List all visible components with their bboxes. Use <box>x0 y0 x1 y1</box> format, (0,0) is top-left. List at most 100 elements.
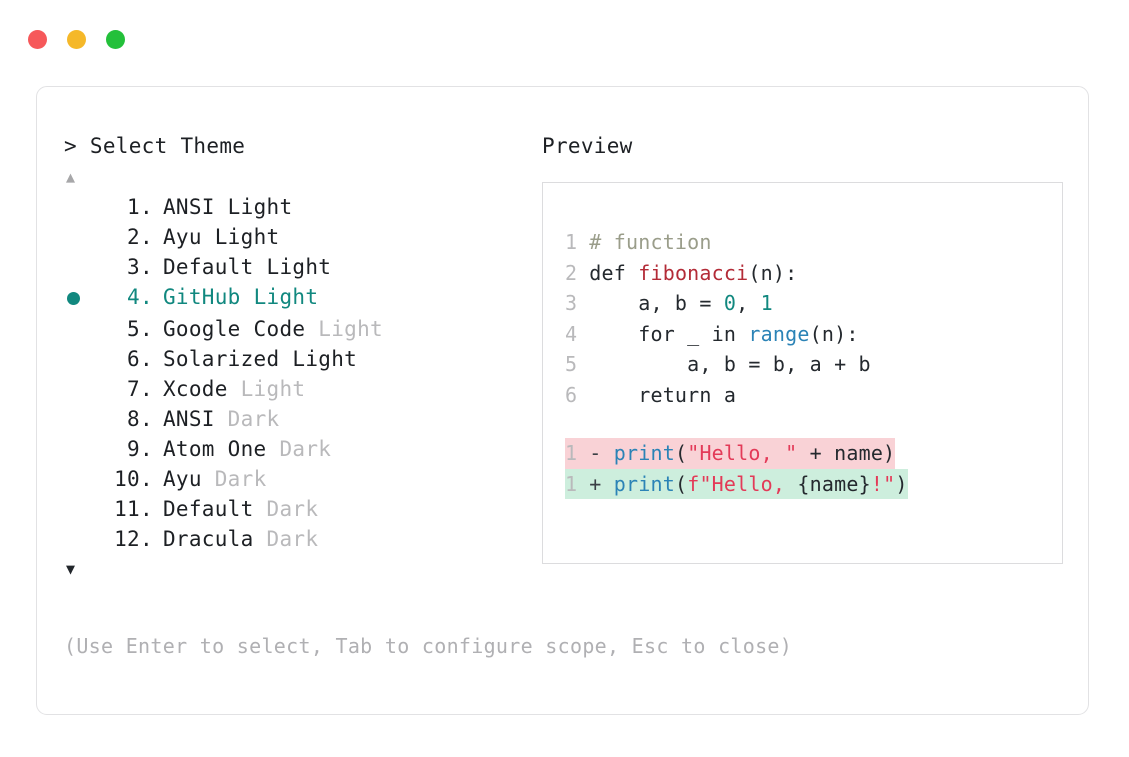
theme-item-variant-tag: Dark <box>214 407 280 431</box>
theme-item-variant-tag: Light <box>201 225 280 249</box>
code-token: "Hello, " <box>687 441 798 465</box>
gutter-space <box>577 230 589 254</box>
code-token: range <box>748 321 810 346</box>
theme-item-index-dot: . <box>140 255 153 279</box>
diff-sign: - <box>577 441 614 465</box>
code-token: # function <box>589 230 712 254</box>
theme-item-index: 8 <box>127 407 140 431</box>
theme-item-index: 3 <box>127 255 140 279</box>
theme-item-variant-tag: Dark <box>253 527 319 551</box>
theme-item-variant-tag: Light <box>253 255 332 279</box>
theme-item-name: Dracula <box>162 527 254 551</box>
scroll-down-arrow-icon[interactable]: ▼ <box>66 560 76 578</box>
theme-item-index-dot: . <box>140 527 153 551</box>
theme-item-index-dot: . <box>140 377 153 401</box>
gutter-space <box>577 291 589 315</box>
theme-item-variant-tag: Dark <box>201 467 267 491</box>
window-controls <box>28 30 125 49</box>
theme-item-name: Atom One <box>162 437 267 461</box>
code-token: print <box>613 441 675 465</box>
theme-list-item[interactable]: 4.GitHub Light <box>64 282 534 314</box>
selected-dot-icon <box>67 292 80 305</box>
gutter-space <box>577 261 589 285</box>
theme-list-item[interactable]: 8.ANSI Dark <box>64 404 534 434</box>
code-token: 0 <box>723 291 737 315</box>
theme-selector-pane: > Select Theme ▲ 1. ANSI Light 2. Ayu Light… <box>64 132 534 580</box>
diff-line-number: 1 <box>565 471 578 496</box>
theme-item-index-dot: . <box>140 195 153 219</box>
theme-item-variant-tag: Light <box>214 195 293 219</box>
code-line: 4 for _ in range(n): <box>565 319 1062 350</box>
diff-added-line: 1 + print(f"Hello, {name}!") <box>565 468 908 499</box>
theme-list-item[interactable]: 7.Xcode Light <box>64 374 534 404</box>
code-token: {name} <box>797 471 871 496</box>
theme-item-index-dot: . <box>140 285 153 309</box>
keyboard-hint: (Use Enter to select, Tab to configure s… <box>64 634 793 658</box>
gutter-space <box>577 322 589 346</box>
code-line-number: 4 <box>565 321 578 346</box>
theme-list-item[interactable]: 2. Ayu Light <box>64 222 534 252</box>
code-token: a, b = <box>589 291 724 315</box>
gutter-space <box>577 383 589 407</box>
theme-item-name: ANSI <box>162 195 215 219</box>
code-token: (n): <box>748 260 798 285</box>
theme-item-index: 2 <box>127 225 140 249</box>
gutter-space <box>577 352 589 376</box>
theme-item-index: 1 <box>127 195 140 219</box>
theme-item-index: 5 <box>127 317 140 341</box>
code-line-number: 5 <box>565 352 578 376</box>
code-token: fibonacci <box>638 260 749 285</box>
theme-item-index-dot: . <box>140 437 153 461</box>
code-line: 6 return a <box>565 380 1062 411</box>
theme-item-index-dot: . <box>140 467 153 491</box>
theme-item-name: Default <box>162 497 254 521</box>
code-line: 1 # function <box>565 227 1062 258</box>
maximize-window-button[interactable] <box>106 30 125 49</box>
prompt-header: > Select Theme <box>64 134 246 158</box>
code-token: ( <box>674 471 688 496</box>
theme-item-index: 10 <box>114 467 140 491</box>
theme-item-name: Google Code <box>162 317 306 341</box>
theme-item-name: Solarized <box>162 347 280 371</box>
theme-selector-card: > Select Theme ▲ 1. ANSI Light 2. Ayu Light… <box>36 86 1089 715</box>
theme-item-index-dot: . <box>140 407 153 431</box>
theme-list-item[interactable]: 12.Dracula Dark <box>64 524 534 554</box>
code-line-number: 2 <box>565 260 578 285</box>
theme-list-item[interactable]: 11.Default Dark <box>64 494 534 524</box>
theme-list-item[interactable]: 10. Ayu Dark <box>64 464 534 494</box>
scroll-up-arrow-icon[interactable]: ▲ <box>66 168 76 186</box>
theme-item-name: Ayu <box>162 467 202 491</box>
code-line: 2 def fibonacci(n): <box>565 258 1062 289</box>
theme-item-index: 11 <box>114 497 140 521</box>
theme-list-item[interactable]: 5. Google Code Light <box>64 314 534 344</box>
code-token: (n): <box>809 321 859 346</box>
theme-item-name: GitHub <box>162 285 241 309</box>
theme-list-item[interactable]: 3.Default Light <box>64 252 534 282</box>
theme-item-variant-tag: Light <box>305 317 383 341</box>
diff-removed-line: 1 - print("Hello, " + name) <box>565 438 896 469</box>
code-token: 1 <box>760 291 773 315</box>
diff-line-number: 1 <box>565 441 578 465</box>
code-line-number: 1 <box>565 230 578 254</box>
theme-item-name: Xcode <box>162 377 228 401</box>
code-token: return a <box>589 382 737 407</box>
theme-item-variant-tag: Light <box>240 285 319 309</box>
theme-list-item[interactable]: 1. ANSI Light <box>64 192 534 222</box>
card-body: > Select Theme ▲ 1. ANSI Light 2. Ayu Light… <box>37 87 1088 714</box>
code-token: + name) <box>797 441 896 465</box>
theme-item-index-dot: . <box>140 317 153 341</box>
close-window-button[interactable] <box>28 30 47 49</box>
code-token: f"Hello, <box>687 471 798 496</box>
theme-list-item[interactable]: 6.Solarized Light <box>64 344 534 374</box>
diff-sign: + <box>577 471 614 496</box>
minimize-window-button[interactable] <box>67 30 86 49</box>
theme-item-name: Ayu <box>162 225 202 249</box>
theme-item-variant-tag: Light <box>279 347 358 371</box>
theme-item-index-dot: . <box>140 225 153 249</box>
selected-bullet-icon <box>64 284 94 314</box>
theme-list-item[interactable]: 9.Atom One Dark <box>64 434 534 464</box>
code-line-number: 3 <box>565 291 578 315</box>
